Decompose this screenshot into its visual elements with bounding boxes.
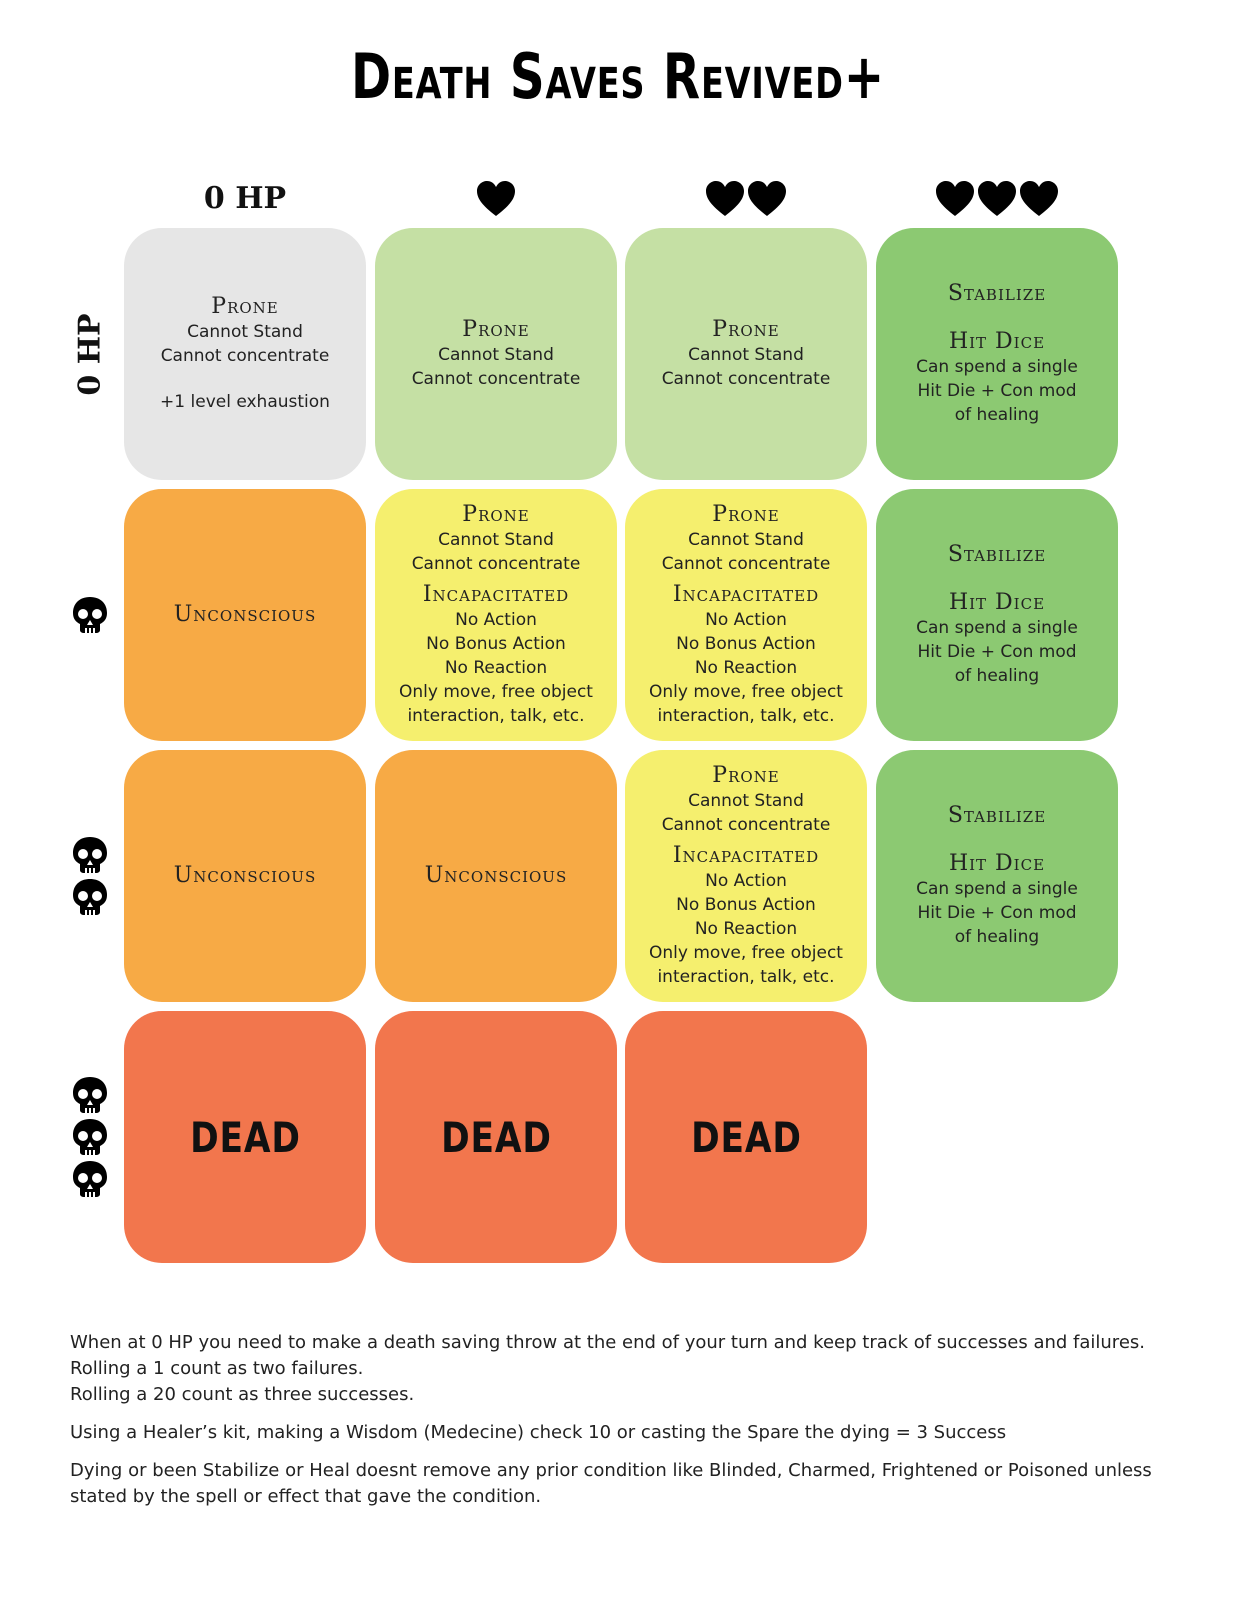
cell-one-skull-two-hearts: Prone Cannot Stand Cannot concentrate In…: [625, 489, 867, 741]
cell-three-skulls-one-heart: DEAD: [375, 1011, 617, 1263]
note-line: Using a Healer’s kit, making a Wisdom (M…: [70, 1422, 1007, 1443]
dead-label: DEAD: [690, 1112, 802, 1162]
column-header-three-hearts: [876, 178, 1118, 220]
condition-prone: Prone: [211, 294, 279, 319]
condition-incapacitated: Incapacitated: [672, 582, 820, 607]
skull-icon: [70, 1075, 110, 1115]
column-header-0hp: 0 HP: [203, 181, 287, 216]
heart-icon: [747, 180, 787, 218]
note-line: When at 0 HP you need to make a death sa…: [70, 1332, 1145, 1353]
condition-prone: Prone: [462, 317, 530, 342]
page-title: Death Saves Revived+: [351, 40, 885, 113]
cell-0hp-two-hearts: Prone Cannot Stand Cannot concentrate: [625, 228, 867, 480]
heart-icon: [705, 180, 745, 218]
column-header-one-heart: [375, 178, 617, 220]
rules-notes: When at 0 HP you need to make a death sa…: [70, 1330, 1170, 1510]
dead-label: DEAD: [440, 1112, 552, 1162]
heart-icon: [977, 180, 1017, 218]
heart-icon: [935, 180, 975, 218]
condition-unconscious: Unconscious: [173, 602, 317, 627]
condition-prone: Prone: [712, 317, 780, 342]
cell-0hp-0hp: Prone Cannot Stand Cannot concentrate +1…: [124, 228, 366, 480]
row-header-one-skull: [62, 489, 118, 741]
cell-0hp-three-hearts: Stabilize Hit Dice Can spend a single Hi…: [876, 228, 1118, 480]
skull-icon: [70, 595, 110, 635]
skull-icon: [70, 1159, 110, 1199]
cell-two-skulls-three-hearts: Stabilize Hit Dice Can spend a single Hi…: [876, 750, 1118, 1002]
row-header-0hp: 0 HP: [72, 312, 108, 396]
heart-icon: [1019, 180, 1059, 218]
dead-label: DEAD: [189, 1112, 301, 1162]
column-header-two-hearts: [625, 178, 867, 220]
cell-one-skull-one-heart: Prone Cannot Stand Cannot concentrate In…: [375, 489, 617, 741]
cell-two-skulls-one-heart: Unconscious: [375, 750, 617, 1002]
condition-incapacitated: Incapacitated: [422, 582, 570, 607]
cell-0hp-one-heart: Prone Cannot Stand Cannot concentrate: [375, 228, 617, 480]
note-line: Dying or been Stabilize or Heal doesnt r…: [70, 1460, 1152, 1507]
skull-icon: [70, 1117, 110, 1157]
note-line: Rolling a 1 count as two failures.: [70, 1358, 364, 1379]
cell-three-skulls-0hp: DEAD: [124, 1011, 366, 1263]
row-header-two-skulls: [62, 750, 118, 1002]
heart-icon: [476, 180, 516, 218]
condition-stabilize: Stabilize: [947, 281, 1047, 306]
note-line: Rolling a 20 count as three successes.: [70, 1384, 415, 1405]
cell-three-skulls-two-hearts: DEAD: [625, 1011, 867, 1263]
skull-icon: [70, 877, 110, 917]
cell-two-skulls-two-hearts: Prone Cannot Stand Cannot concentrate In…: [625, 750, 867, 1002]
row-header-three-skulls: [62, 1011, 118, 1263]
skull-icon: [70, 835, 110, 875]
exhaustion-text: +1 level exhaustion: [160, 392, 330, 412]
hit-dice-heading: Hit Dice: [948, 329, 1046, 354]
cell-one-skull-0hp: Unconscious: [124, 489, 366, 741]
cell-one-skull-three-hearts: Stabilize Hit Dice Can spend a single Hi…: [876, 489, 1118, 741]
cell-two-skulls-0hp: Unconscious: [124, 750, 366, 1002]
